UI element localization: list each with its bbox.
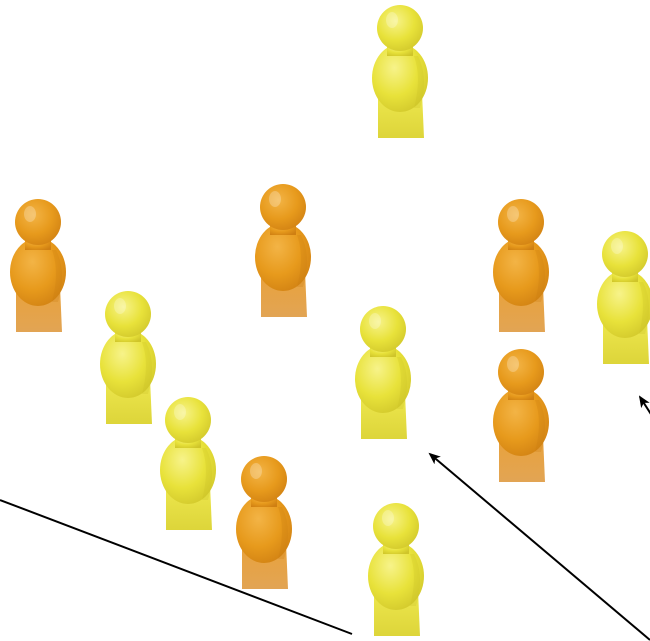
yellow-figure	[597, 231, 650, 364]
figure-body	[493, 238, 549, 306]
figure-highlight	[174, 404, 186, 420]
orange-figure	[236, 456, 292, 589]
figure-highlight	[507, 206, 519, 222]
figure-body	[100, 330, 156, 398]
figure-head	[498, 199, 544, 245]
yellow-figure	[100, 291, 156, 424]
figure-shadow	[535, 250, 546, 302]
figure-head	[602, 231, 648, 277]
figure-highlight	[24, 206, 36, 222]
figure-shadow	[278, 507, 289, 559]
figure-head	[241, 456, 287, 502]
figure-shadow	[639, 282, 650, 334]
figure-body	[160, 436, 216, 504]
figure-highlight	[382, 510, 394, 526]
figure-body	[236, 495, 292, 563]
figure-body	[372, 44, 428, 112]
lines-layer	[0, 395, 650, 641]
figure-head	[498, 349, 544, 395]
figure-shadow	[414, 56, 425, 108]
yellow-figure	[355, 306, 411, 439]
yellow-figure	[368, 503, 424, 636]
figure-body	[10, 238, 66, 306]
figure-head	[15, 199, 61, 245]
orange-figure	[10, 199, 66, 332]
figure-head	[260, 184, 306, 230]
figure-highlight	[369, 313, 381, 329]
pointer-line	[0, 499, 353, 635]
figure-head	[360, 306, 406, 352]
figure-highlight	[114, 298, 126, 314]
figure-head	[377, 5, 423, 51]
figure-shadow	[297, 235, 308, 287]
pointer-arrow	[638, 395, 650, 415]
yellow-figure	[160, 397, 216, 530]
figure-head	[165, 397, 211, 443]
figure-body	[597, 270, 650, 338]
figure-shadow	[52, 250, 63, 302]
figure-highlight	[250, 463, 262, 479]
figure-body	[255, 223, 311, 291]
figure-shadow	[397, 357, 408, 409]
figure-shadow	[410, 554, 421, 606]
orange-figure	[255, 184, 311, 317]
yellow-figure	[372, 5, 428, 138]
figure-head	[373, 503, 419, 549]
figure-highlight	[611, 238, 623, 254]
pointer-arrow	[428, 452, 650, 641]
figure-highlight	[507, 356, 519, 372]
figure-shadow	[142, 342, 153, 394]
figure-highlight	[269, 191, 281, 207]
figure-body	[368, 542, 424, 610]
figures-layer	[10, 5, 650, 636]
orange-figure	[493, 199, 549, 332]
orange-figure	[493, 349, 549, 482]
figure-shadow	[202, 448, 213, 500]
figure-highlight	[386, 12, 398, 28]
figure-body	[355, 345, 411, 413]
figure-body	[493, 388, 549, 456]
figure-shadow	[535, 400, 546, 452]
figure-head	[105, 291, 151, 337]
